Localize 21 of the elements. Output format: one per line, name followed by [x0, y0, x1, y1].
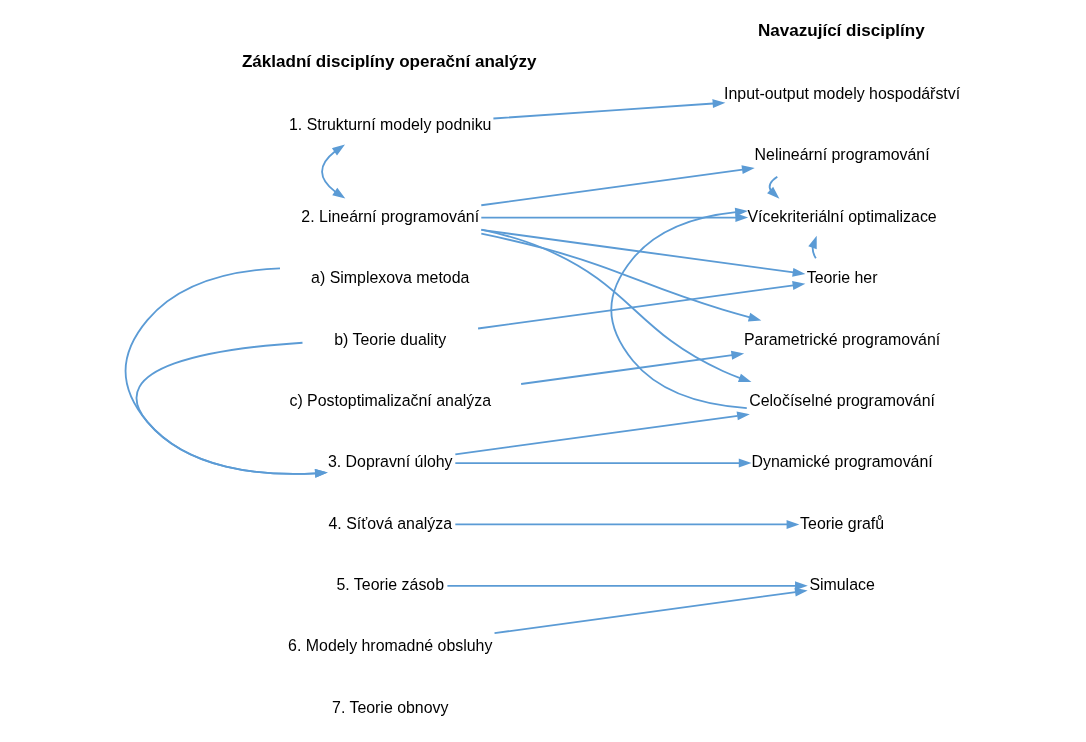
node-text: b) Teorie duality: [333, 330, 446, 348]
node-text: Parametrické programování: [743, 330, 940, 348]
label: Navazující disciplíny: [757, 21, 925, 41]
node-text: Input-output modely hospodářství: [723, 84, 960, 102]
node-text: a) Simplexova metoda: [310, 269, 469, 287]
node-text: Nelineární programování: [754, 146, 930, 164]
node-text: 5. Teorie zásob: [335, 576, 444, 594]
node-text: 4. Síťová analýza: [327, 514, 452, 532]
node-text: 6. Modely hromadné obsluhy: [287, 637, 492, 655]
node-text: Dynamické programování: [750, 453, 933, 471]
node-text: 2. Lineární programování: [300, 207, 479, 225]
node-text: Teorie grafů: [799, 514, 884, 532]
node-text: Vícekriteriální optimalizace: [747, 207, 937, 225]
label: Základní disciplíny operační analýzy: [241, 51, 537, 71]
node-text: Celočíselné programování: [748, 391, 935, 409]
node-text: 7. Teorie obnovy: [331, 698, 448, 716]
node-text: 1. Strukturní modely podniku: [288, 115, 491, 133]
node-text: 3. Dopravní úlohy: [327, 453, 453, 471]
node-text: Teorie her: [806, 269, 877, 287]
node-text: c) Postoptimalizační analýza: [288, 391, 491, 409]
node-text: Simulace: [808, 576, 875, 594]
